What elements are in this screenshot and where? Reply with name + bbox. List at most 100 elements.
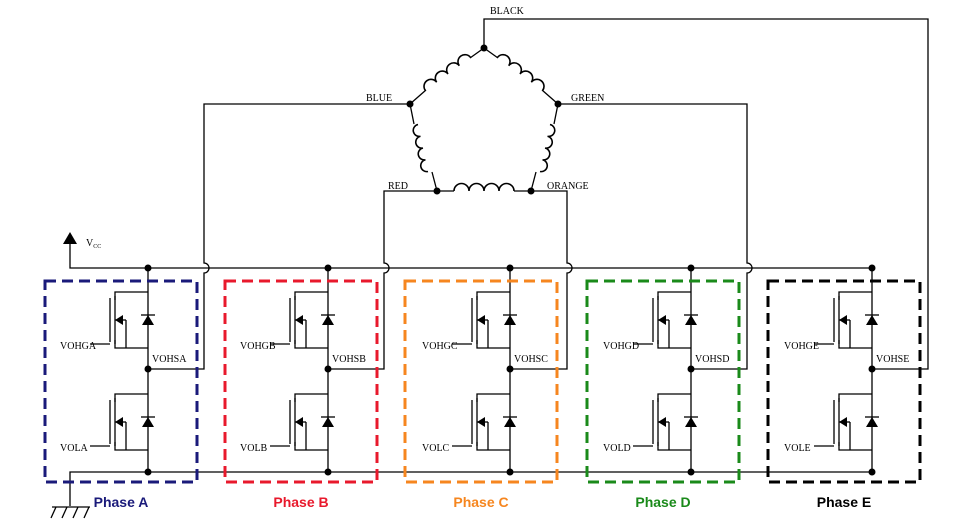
mosfet-drain-lead — [657, 393, 691, 402]
vcc-junction-dot — [868, 264, 876, 272]
phase-leg-a: VOHGA VOLA VOHSA Phase A — [43, 264, 199, 510]
gate-signal-label: VOHGD — [603, 341, 639, 352]
mosfet-source-lead — [838, 340, 872, 349]
ground-junction-dot — [687, 468, 695, 476]
body-diode-icon — [322, 417, 334, 427]
phase-legs: VOHGA VOLA VOHSA Phase A VOHGB VOLB VOHSB Phase… — [43, 264, 922, 510]
mosfet-body-arrow-icon — [295, 315, 303, 325]
terminal-label-green: GREEN — [571, 93, 604, 104]
lead-green — [558, 103, 753, 370]
mosfet-source-lead — [657, 442, 691, 451]
body-diode-icon — [504, 417, 516, 427]
output-junction-dot — [868, 365, 876, 373]
mosfet-body-arrow-icon — [658, 417, 666, 427]
motor-winding-pentagon: BLACK BLUE GREEN RED ORANGE — [366, 6, 604, 195]
winding-wire — [530, 103, 559, 192]
gate-signal-label: VOHGA — [60, 341, 97, 352]
gate-signal-label: VOLE — [784, 443, 811, 454]
mosfet-drain-lead — [476, 291, 510, 300]
output-junction-dot — [687, 365, 695, 373]
ground-junction-dot — [144, 468, 152, 476]
phase-label: Phase C — [453, 494, 508, 510]
phase-label: Phase E — [817, 494, 871, 510]
mosfet-drain-lead — [838, 291, 872, 300]
body-diode-icon — [142, 417, 154, 427]
terminal-label-black: BLACK — [490, 6, 525, 17]
phase-box — [585, 279, 741, 484]
gate-signal-label: VOLB — [240, 443, 268, 454]
phase-label: Phase A — [94, 494, 149, 510]
mosfet-drain-lead — [114, 291, 148, 300]
phase-box — [766, 279, 922, 484]
coil-black-blue — [423, 53, 472, 91]
phase-box — [223, 279, 379, 484]
coil-red-orange — [453, 182, 515, 192]
mosfet-source-lead — [294, 340, 328, 349]
mosfet-source-lead — [114, 442, 148, 451]
phase-output-label: VOHSE — [876, 354, 909, 365]
coil-green-orange — [539, 123, 556, 173]
winding-wire — [483, 47, 559, 105]
mosfet-source-lead — [476, 340, 510, 349]
mosfet-body-arrow-icon — [477, 417, 485, 427]
lead-blue — [148, 103, 410, 370]
ground-junction-dot — [868, 468, 876, 476]
coil-black-green — [496, 53, 545, 91]
winding-wire — [409, 47, 485, 105]
mosfet-body-arrow-icon — [295, 417, 303, 427]
ground-junction-dot — [324, 468, 332, 476]
gate-signal-label: VOLA — [60, 443, 89, 454]
mosfet-body-arrow-icon — [839, 417, 847, 427]
vcc-arrow-icon — [63, 232, 77, 244]
output-junction-dot — [144, 365, 152, 373]
output-junction-dot — [324, 365, 332, 373]
gate-signal-label: VOLD — [603, 443, 631, 454]
vcc-junction-dot — [506, 264, 514, 272]
terminal-label-red: RED — [388, 181, 408, 192]
mosfet-source-lead — [476, 442, 510, 451]
body-diode-icon — [866, 417, 878, 427]
mosfet-source-lead — [838, 442, 872, 451]
phase-output-label: VOHSB — [332, 354, 366, 365]
body-diode-icon — [504, 315, 516, 325]
mosfet-body-arrow-icon — [115, 315, 123, 325]
mosfet-drain-lead — [838, 393, 872, 402]
mosfet-drain-lead — [476, 393, 510, 402]
phase-output-label: VOHSA — [152, 354, 187, 365]
mosfet-source-lead — [114, 340, 148, 349]
mosfet-body-arrow-icon — [839, 315, 847, 325]
gate-signal-label: VOLC — [422, 443, 450, 454]
phase-output-label: VOHSD — [695, 354, 729, 365]
ground-junction-dot — [506, 468, 514, 476]
mosfet-body-arrow-icon — [477, 315, 485, 325]
mosfet-drain-lead — [114, 393, 148, 402]
gate-signal-label: VOHGB — [240, 341, 276, 352]
ground-icon — [50, 506, 90, 519]
ground-rail — [69, 471, 872, 506]
gate-signal-label: VOHGE — [784, 341, 819, 352]
winding-wire — [409, 103, 438, 192]
vcc-junction-dot — [324, 264, 332, 272]
phase-leg-b: VOHGB VOLB VOHSB Phase B — [223, 264, 379, 510]
phase-box — [403, 279, 559, 484]
body-diode-icon — [685, 417, 697, 427]
vcc-junction-dot — [687, 264, 695, 272]
mosfet-body-arrow-icon — [658, 315, 666, 325]
phase-box — [43, 279, 199, 484]
output-junction-dot — [506, 365, 514, 373]
mosfet-source-lead — [657, 340, 691, 349]
power-rails: VCC — [50, 232, 872, 519]
body-diode-icon — [866, 315, 878, 325]
terminal-label-orange: ORANGE — [547, 181, 589, 192]
mosfet-drain-lead — [657, 291, 691, 300]
phase-label: Phase B — [273, 494, 328, 510]
mosfet-body-arrow-icon — [115, 417, 123, 427]
mosfet-drain-lead — [294, 291, 328, 300]
mosfet-source-lead — [294, 442, 328, 451]
vcc-rail — [69, 244, 872, 269]
body-diode-icon — [685, 315, 697, 325]
